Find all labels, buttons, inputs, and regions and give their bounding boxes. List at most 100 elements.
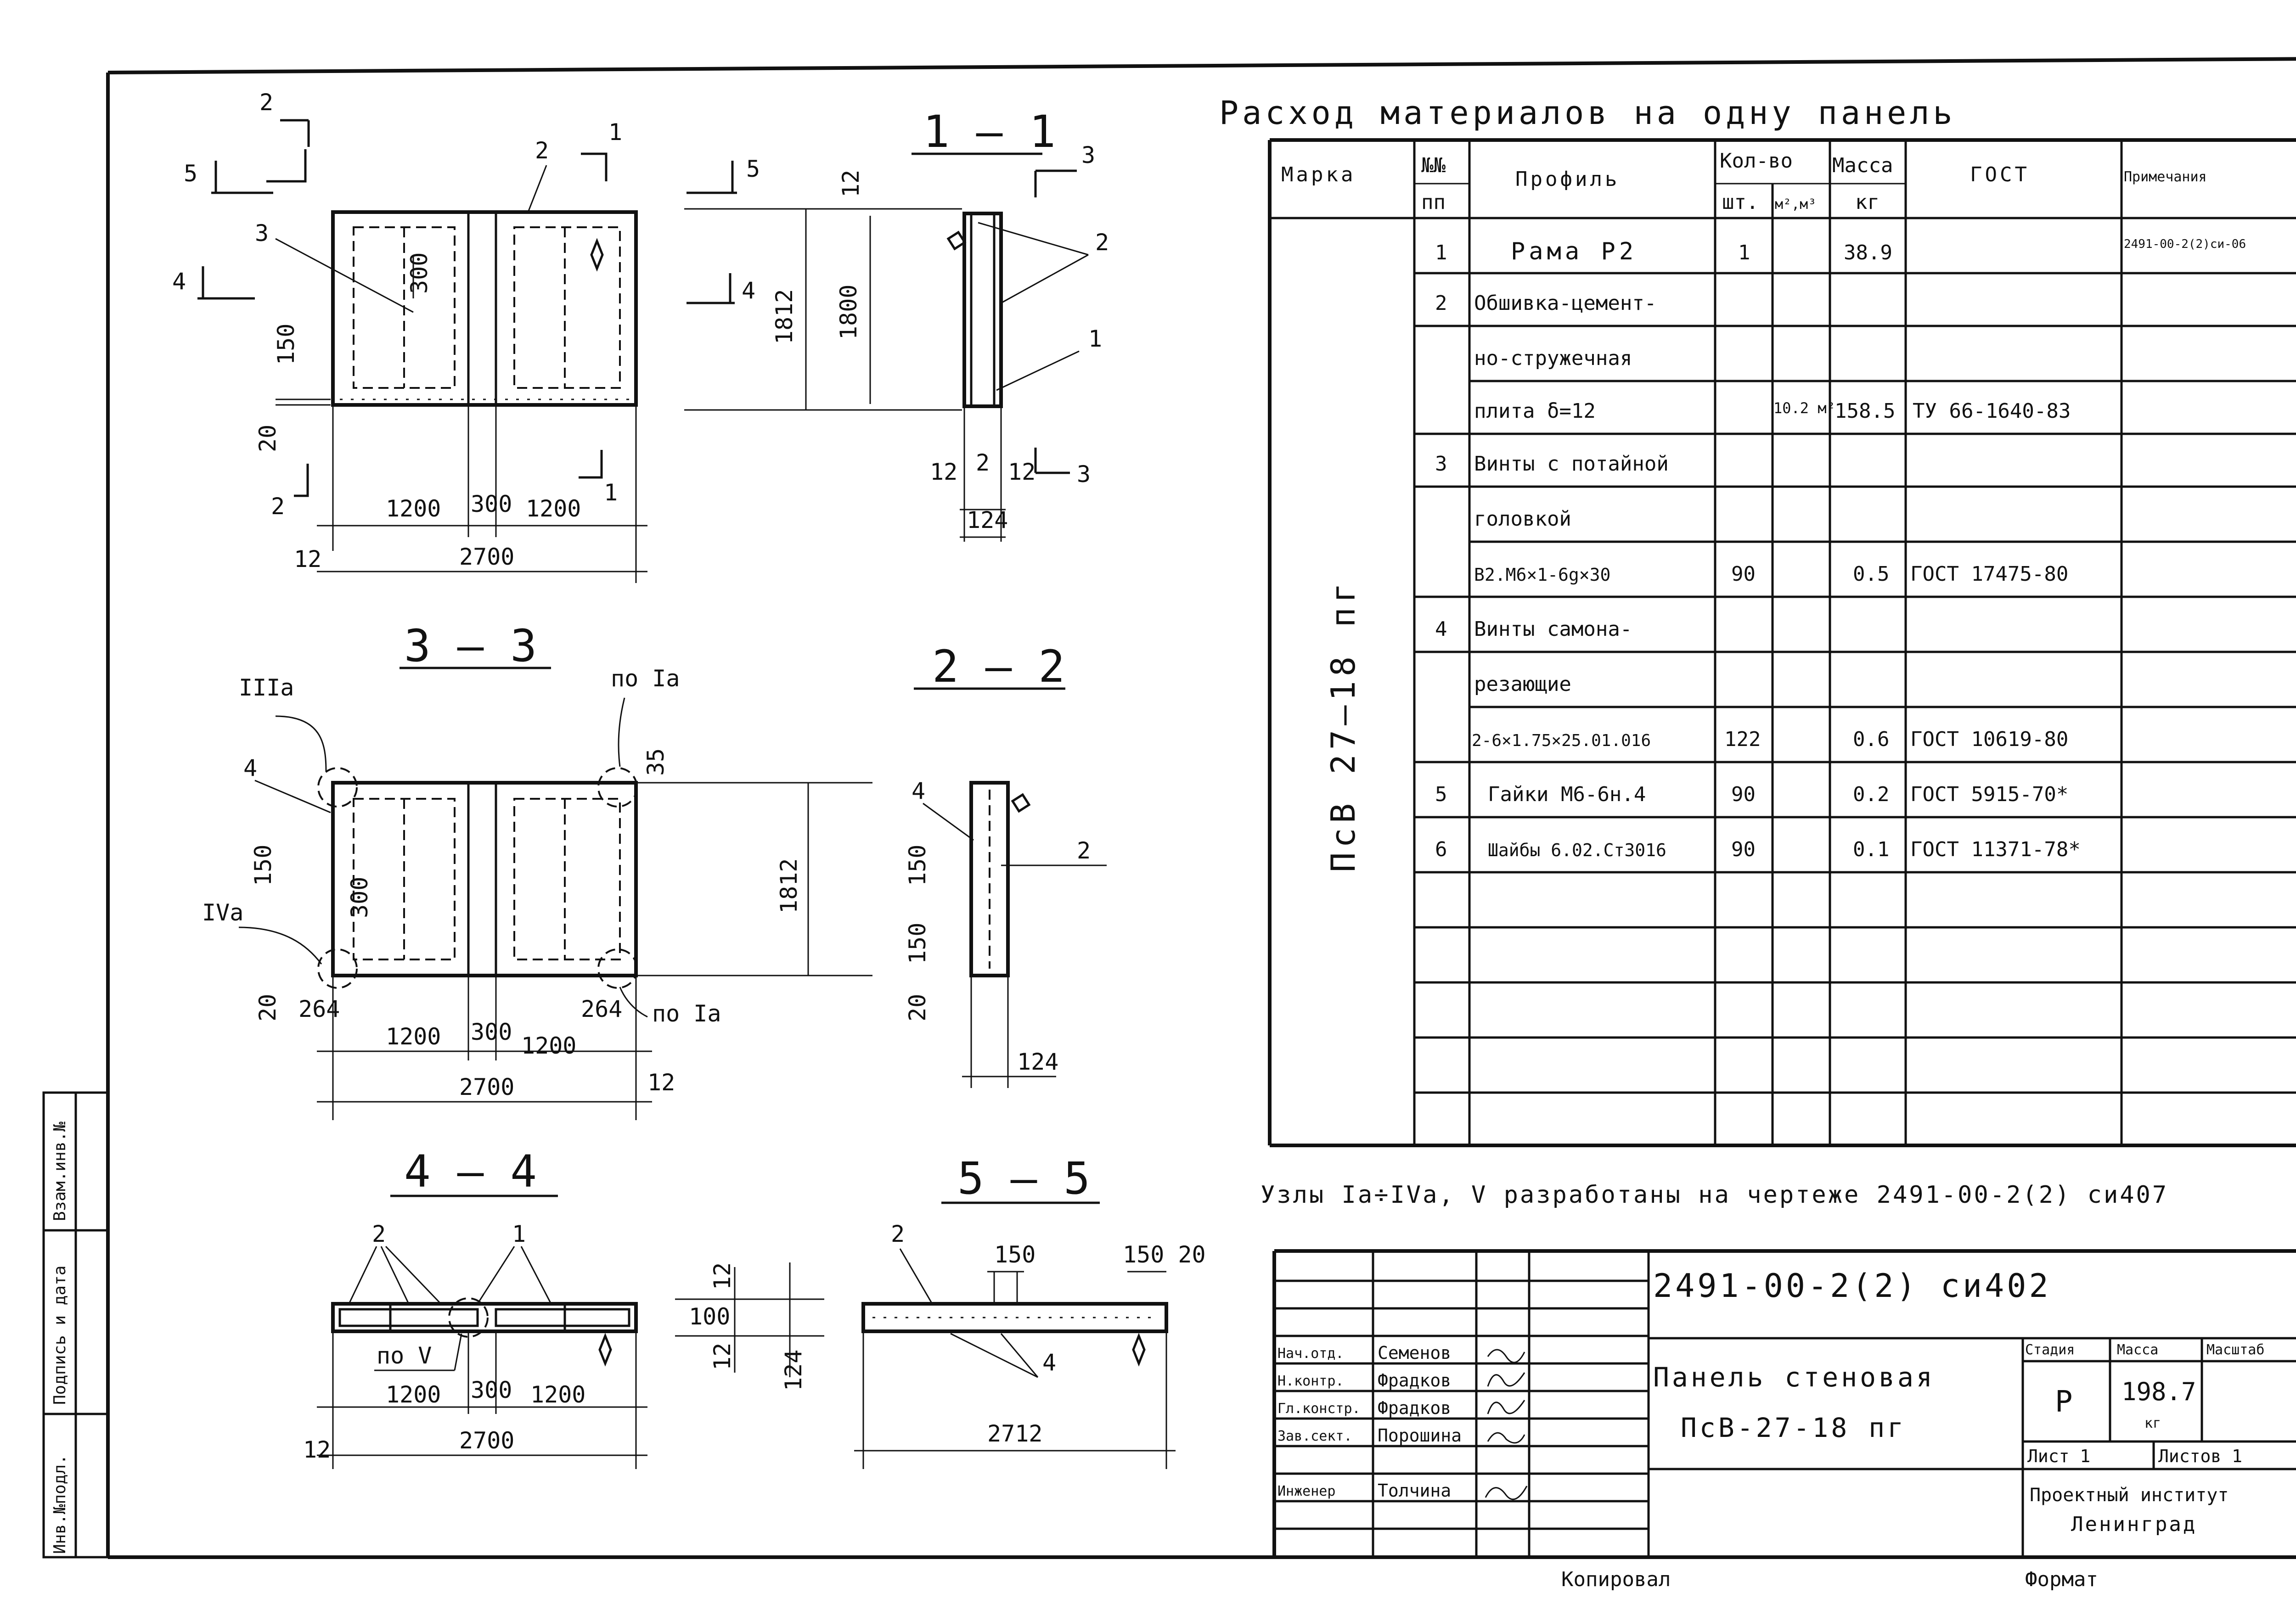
row-gost: ГОСТ 11371-78*: [1910, 838, 2081, 861]
section-3-title: 3 — 3: [404, 620, 537, 672]
section-5-title: 5 — 5: [957, 1153, 1090, 1204]
ref-1-label: 1: [1088, 325, 1102, 352]
ref-2-label: 2: [1077, 837, 1091, 864]
dim-2712: 2712: [987, 1420, 1042, 1447]
side-stamp: Взам.инв.№ Подпись и дата Инв.№подл.: [42, 1091, 109, 1559]
table-row-1: 1 Рама Р2 1 38.9 2491-00-2(2)си-06: [1435, 237, 2246, 265]
dim-124: 124: [780, 1350, 807, 1391]
mass-unit: кг: [2144, 1415, 2161, 1431]
cut-3-bottom-label: 3: [1077, 461, 1091, 488]
header-qty: Кол-во: [1720, 149, 1793, 173]
row-gost: ГОСТ 17475-80: [1910, 562, 2068, 586]
dim-300: 300: [471, 491, 512, 517]
title-block-grid: [1272, 1249, 2296, 1557]
cut-2-top-label: 2: [259, 89, 273, 116]
row-profile: но-стружечная: [1474, 347, 1632, 370]
dim-264-left: 264: [298, 996, 340, 1022]
side-stamp-box1: Взам.инв.№: [51, 1122, 69, 1221]
dim-12-bottom: 12: [709, 1343, 736, 1370]
dim-12-top: 12: [838, 170, 864, 197]
header-mark: Марка: [1281, 163, 1356, 186]
row-profile: резающие: [1474, 673, 1571, 696]
node-Ia-bottom-label: по Iа: [652, 1000, 721, 1027]
dim-2700: 2700: [459, 1427, 514, 1454]
node-note: Узлы Iа÷IVа, V разработаны на чертеже 24…: [1261, 1181, 2168, 1209]
dim-150-bottom: 150: [904, 923, 931, 964]
row-gost: ГОСТ 5915-70*: [1910, 783, 2068, 806]
thickness-dims: 12 100 12 124: [675, 1262, 824, 1391]
header-qty-pcs: шт.: [1722, 191, 1758, 214]
sheet-label: Лист 1: [2027, 1446, 2090, 1466]
table-row-7: В2.М6×1-6g×30 90 0.5 ГОСТ 17475-80: [1474, 562, 2068, 586]
staff-row-4: Зав.сект. Порошина: [1277, 1425, 1525, 1446]
dim-1200-left: 1200: [386, 1381, 441, 1408]
table-row-4: плита δ=12 10.2 м² 158.5 ТУ 66-1640-83: [1474, 399, 2071, 423]
dim-124: 124: [1017, 1049, 1058, 1075]
section-4-4: 4 — 4 2 1 по V 1200 300 1200 12 2700: [303, 1146, 647, 1469]
row-num: 6: [1435, 838, 1447, 861]
dim-300-vertical: 300: [406, 252, 433, 294]
staff-role: Н.контр.: [1277, 1373, 1344, 1389]
row-profile: Рама Р2: [1511, 238, 1637, 265]
staff-row-3: Гл.констр. Фрадков: [1277, 1398, 1525, 1418]
mass-label: Масса: [2117, 1342, 2158, 1358]
ref-3-label: 3: [255, 220, 269, 247]
row-profile: плита δ=12: [1474, 399, 1596, 423]
header-mass-unit: кг: [1855, 191, 1880, 214]
row-mass: 0.6: [1853, 728, 1889, 751]
cut-5-label: 5: [184, 160, 197, 187]
row-pcs: 90: [1731, 562, 1756, 586]
row-mass: 0.1: [1853, 838, 1889, 861]
cut-5-label: 5: [746, 156, 760, 182]
materials-table-header: Марка №№ пп Профиль Кол-во шт. м²,м³ Мас…: [1281, 149, 2207, 214]
section-1-title: 1 — 1: [923, 106, 1056, 157]
row-num: 2: [1435, 292, 1447, 315]
row-profile: Винты самона-: [1474, 617, 1632, 641]
dim-20: 20: [904, 994, 931, 1021]
dim-12: 12: [303, 1436, 331, 1463]
staff-name: Фрадков: [1378, 1370, 1451, 1391]
header-qty-area: м²,м³: [1775, 196, 1816, 213]
ref-2-label: 2: [891, 1221, 905, 1247]
row-mass: 0.2: [1853, 783, 1889, 806]
dim-2: 2: [976, 449, 990, 476]
panel-elevation: 2 5 4 3 2 1 300 150 20 1200 300 1200 12 …: [172, 89, 647, 583]
staff-role: Гл.констр.: [1277, 1401, 1361, 1417]
staff-row-5: Инженер Толчина: [1277, 1481, 1528, 1501]
dim-12-top: 12: [709, 1262, 736, 1290]
table-row-12: 6 Шайбы 6.02.Ст3016 90 0.1 ГОСТ 11371-78…: [1435, 838, 2081, 861]
dim-150-20: 150 20: [1123, 1241, 1206, 1268]
staff-row-1: Нач.отд. Семенов: [1277, 1343, 1525, 1363]
ref-2-label: 2: [1095, 229, 1109, 256]
row-mass: 158.5: [1835, 399, 1895, 423]
section-1-1: 1 — 1 1812 1800 12 5 4 3 2 1 12 2 12 124…: [684, 106, 1109, 542]
header-num-sub: пп: [1421, 191, 1446, 214]
dim-300-h: 300: [471, 1019, 512, 1045]
dim-150: 150: [994, 1241, 1035, 1268]
dim-20: 20: [254, 994, 281, 1021]
footer-format: Формат: [2025, 1568, 2098, 1591]
row-num: 4: [1435, 617, 1447, 641]
cut-2-bottom-label: 2: [271, 493, 285, 520]
cut-4-label: 4: [172, 268, 186, 295]
materials-table-grid: [1268, 138, 2296, 1147]
dim-150: 150: [273, 324, 299, 365]
scale-label: Масштаб: [2206, 1342, 2264, 1358]
ref-1-label: 1: [512, 1221, 526, 1247]
side-stamp-box2: Подпись и дата: [51, 1266, 69, 1405]
header-num: №№: [1421, 154, 1446, 177]
node-IIIa-label: IIIа: [239, 674, 294, 701]
row-area: 10.2 м²: [1773, 399, 1835, 417]
dim-12-right: 12: [1008, 459, 1035, 485]
ref-2-label: 2: [372, 1221, 386, 1247]
section-3-3: 3 — 3 IIIа по Iа 4 35 1812 150 300 IVа п…: [202, 620, 872, 1120]
section-4-title: 4 — 4: [404, 1146, 537, 1197]
dim-12-left: 12: [930, 459, 957, 485]
header-profile: Профиль: [1515, 168, 1620, 191]
panel-name-line2: ПсВ-27-18 пг: [1681, 1412, 1906, 1443]
row-pcs: 90: [1731, 783, 1756, 806]
row-num: 5: [1435, 783, 1447, 806]
ref-4-label: 4: [243, 755, 257, 781]
staff-name: Толчина: [1378, 1481, 1451, 1501]
